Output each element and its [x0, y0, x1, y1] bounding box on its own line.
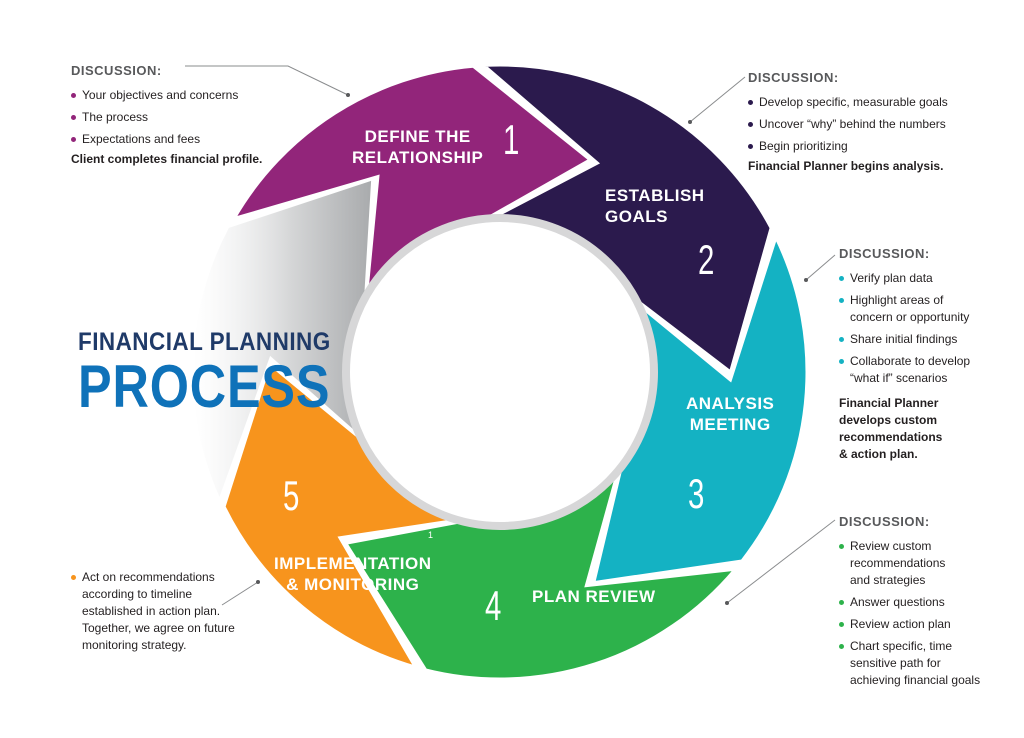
- bullet-text: Develop specific, measurable goals: [759, 95, 948, 109]
- title-line-1: FINANCIAL PLANNING: [78, 328, 331, 356]
- step-5-label-text: IMPLEMENTATION & MONITORING: [274, 554, 432, 594]
- bullet-text: Begin prioritizing: [759, 139, 848, 153]
- cycle-ring: [192, 63, 809, 681]
- note-bullet-item: Your objectives and concerns: [71, 87, 281, 104]
- leader-line: [805, 254, 836, 281]
- step-5-label: IMPLEMENTATION & MONITORING: [274, 532, 431, 595]
- bullet-text: The process: [82, 110, 149, 124]
- step-1-number: 1: [503, 116, 520, 163]
- note-bullet-item: Highlight areas of concern or opportunit…: [839, 292, 1019, 326]
- diagram-title: FINANCIAL PLANNING PROCESS: [78, 328, 378, 417]
- step-2-label: ESTABLISH GOALS: [605, 186, 705, 226]
- bullet-dot: [839, 337, 844, 342]
- note-bullet-item: Chart specific, time sensitive path for …: [839, 638, 1019, 689]
- bullet-dot: [839, 644, 844, 649]
- bullet-dot: [839, 359, 844, 364]
- step-4-number: 4: [485, 582, 502, 629]
- bullet-dot: [71, 93, 76, 98]
- note-list: Review custom recommendations and strate…: [839, 538, 1019, 689]
- bullet-text: Collaborate to develop “what if” scenari…: [850, 354, 971, 385]
- leader-lines: [185, 65, 836, 606]
- bullet-text: Your objectives and concerns: [82, 88, 239, 102]
- leader-line: [185, 65, 349, 96]
- leader-dot: [688, 120, 692, 124]
- leader-dot: [725, 601, 729, 605]
- note-closing: Client completes financial profile.: [71, 152, 263, 166]
- bullet-dot: [71, 575, 76, 580]
- leader-dot: [804, 278, 808, 282]
- bullet-dot: [839, 544, 844, 549]
- note-bullet-item: Answer questions: [839, 594, 1019, 611]
- bullet-dot: [839, 600, 844, 605]
- note-heading: DISCUSSION:: [748, 70, 839, 85]
- note-heading: DISCUSSION:: [839, 246, 930, 261]
- note-bullet-item: Begin prioritizing: [748, 138, 978, 155]
- note-bullet-item: Share initial findings: [839, 331, 1019, 348]
- note-bullet-item: Review custom recommendations and strate…: [839, 538, 1019, 589]
- note-bullet-item: Verify plan data: [839, 270, 1019, 287]
- step-1-label: DEFINE THE RELATIONSHIP: [352, 127, 484, 167]
- leader-dot: [256, 580, 260, 584]
- note-step-1: DISCUSSION: Your objectives and concerns…: [71, 60, 281, 168]
- step-4-label: PLAN REVIEW: [532, 587, 656, 606]
- bullet-text: Answer questions: [850, 595, 945, 609]
- bullet-text: Chart specific, time sensitive path for …: [850, 639, 981, 687]
- bullet-dot: [71, 115, 76, 120]
- note-list: Act on recommendations according to time…: [71, 569, 271, 654]
- step-2-number: 2: [698, 236, 715, 283]
- note-closing: Financial Planner begins analysis.: [748, 159, 944, 173]
- step-3-number: 3: [688, 470, 705, 517]
- bullet-dot: [748, 100, 753, 105]
- note-bullet-item: Expectations and fees: [71, 131, 281, 148]
- note-bullet-item: The process: [71, 109, 281, 126]
- bullet-text: Uncover “why” behind the numbers: [759, 117, 946, 131]
- leader-line: [726, 519, 836, 604]
- note-closing: Financial Planner develops custom recomm…: [839, 396, 943, 461]
- note-bullet-item: Uncover “why” behind the numbers: [748, 116, 978, 133]
- note-bullet-item: Develop specific, measurable goals: [748, 94, 978, 111]
- leader-line: [689, 76, 746, 123]
- note-bullet-item: Review action plan: [839, 616, 1019, 633]
- bullet-text: Expectations and fees: [82, 132, 201, 146]
- note-heading: DISCUSSION:: [839, 514, 930, 529]
- center-circle: [342, 214, 658, 530]
- bullet-text: Share initial findings: [850, 332, 958, 346]
- bullet-dot: [748, 122, 753, 127]
- bullet-text: Verify plan data: [850, 271, 933, 285]
- bullet-dot: [839, 622, 844, 627]
- blank-segment: [192, 180, 372, 497]
- bullet-dot: [839, 298, 844, 303]
- step-5-superscript: 1: [428, 530, 434, 540]
- note-heading: DISCUSSION:: [71, 63, 162, 78]
- leader-dot: [346, 93, 350, 97]
- note-bullet-item: Act on recommendations according to time…: [71, 569, 271, 654]
- bullet-text: Highlight areas of concern or opportunit…: [850, 293, 970, 324]
- title-line-2: PROCESS: [78, 353, 331, 420]
- leader-line: [221, 581, 259, 606]
- note-bullet-item: Collaborate to develop “what if” scenari…: [839, 353, 1019, 387]
- bullet-text: Review custom recommendations and strate…: [850, 539, 946, 587]
- bullet-dot: [71, 137, 76, 142]
- bullet-dot: [839, 276, 844, 281]
- bullet-dot: [748, 144, 753, 149]
- bullet-text: Act on recommendations according to time…: [82, 570, 235, 652]
- step-5-number: 5: [283, 472, 300, 519]
- note-step-4: DISCUSSION: Review custom recommendation…: [839, 511, 1019, 689]
- note-step-5: Act on recommendations according to time…: [71, 564, 271, 654]
- note-step-2: DISCUSSION: Develop specific, measurable…: [748, 67, 978, 175]
- bullet-text: Review action plan: [850, 617, 951, 631]
- step-3-label: ANALYSIS MEETING: [686, 394, 775, 434]
